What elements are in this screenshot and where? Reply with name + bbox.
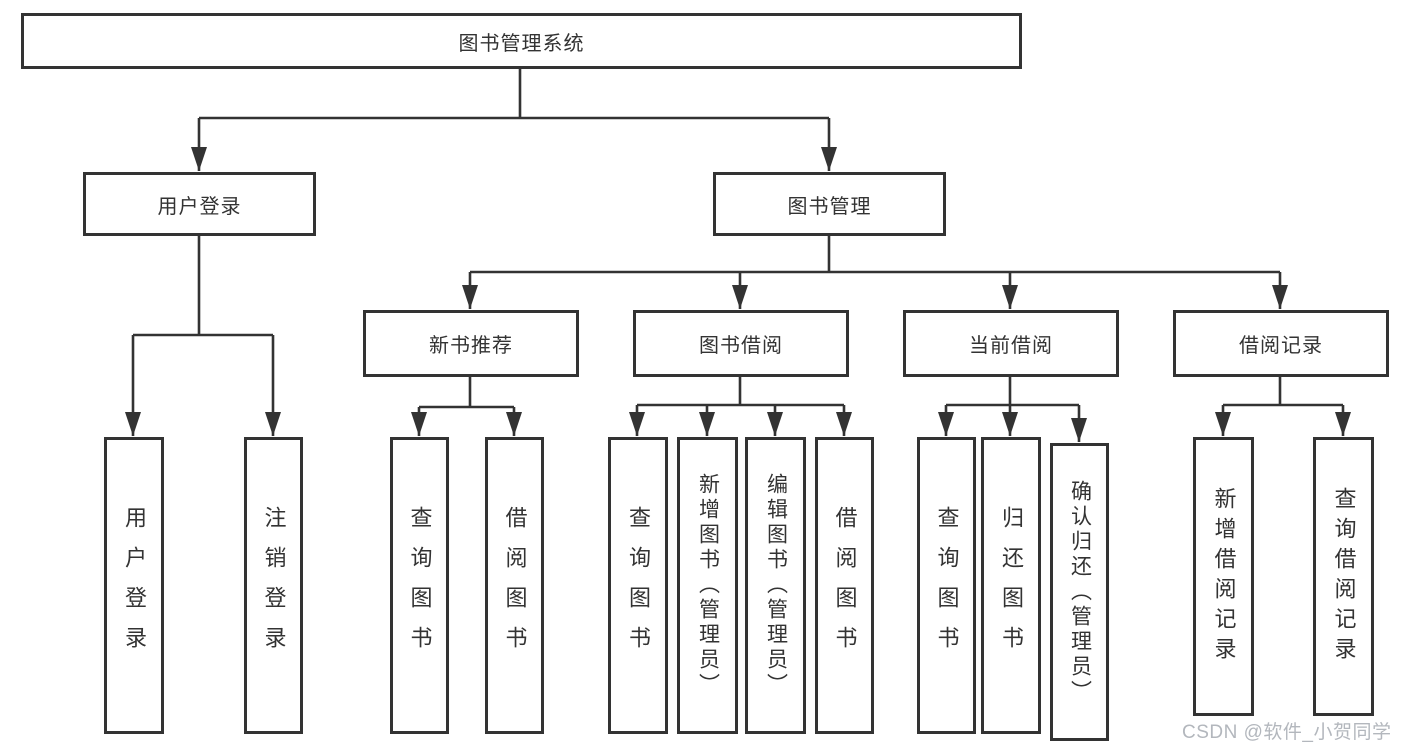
leaf-borrow-books: 借阅图书 — [815, 437, 874, 734]
node-book-borrow: 图书借阅 — [633, 310, 849, 377]
bus-current — [946, 377, 1079, 407]
bus-book-mgmt — [470, 236, 1280, 274]
leaf-query-books-recommend: 查询图书 — [390, 437, 449, 734]
leaf-add-books-admin: 新增图书（管理员） — [677, 437, 738, 734]
bus-recommend — [419, 377, 514, 409]
leaf-confirm-return-admin: 确认归还（管理员） — [1050, 443, 1109, 741]
leaf-add-borrow-record: 新增借阅记录 — [1193, 437, 1254, 716]
leaf-query-borrow-record: 查询借阅记录 — [1313, 437, 1374, 716]
leaf-user-login: 用户登录 — [104, 437, 164, 734]
csdn-watermark: CSDN @软件_小贺同学 — [1182, 722, 1392, 743]
bus-root — [199, 68, 829, 120]
bus-user-login — [133, 236, 273, 337]
leaf-query-books-borrow: 查询图书 — [608, 437, 668, 734]
leaf-query-books-current: 查询图书 — [917, 437, 976, 734]
node-new-book-recommend: 新书推荐 — [363, 310, 579, 377]
bus-records — [1223, 377, 1343, 407]
node-user-login: 用户登录 — [83, 172, 316, 236]
node-current-borrow: 当前借阅 — [903, 310, 1119, 377]
node-borrow-records: 借阅记录 — [1173, 310, 1389, 377]
bus-borrow — [637, 377, 844, 407]
leaf-return-books: 归还图书 — [981, 437, 1041, 734]
node-book-management: 图书管理 — [713, 172, 946, 236]
node-library-system: 图书管理系统 — [21, 13, 1022, 69]
leaf-logout: 注销登录 — [244, 437, 303, 734]
leaf-borrow-books-recommend: 借阅图书 — [485, 437, 544, 734]
leaf-edit-books-admin: 编辑图书（管理员） — [745, 437, 806, 734]
